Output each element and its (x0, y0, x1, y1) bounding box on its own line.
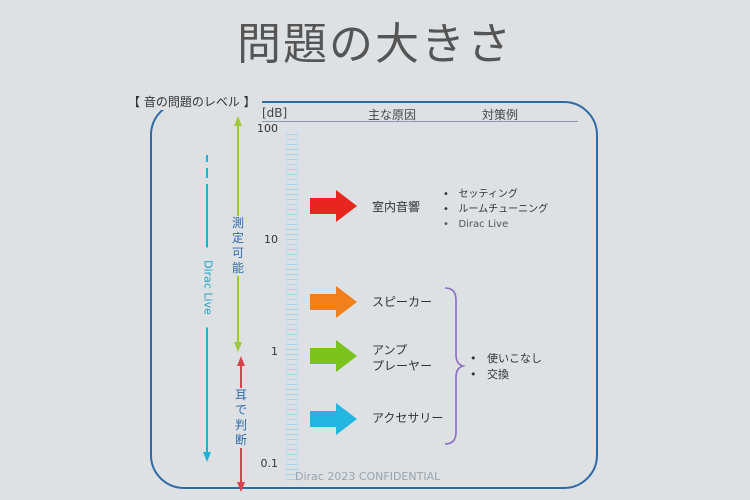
arrow-speaker (310, 286, 357, 318)
unit-header: [dB] (262, 106, 288, 120)
cause-accessory: アクセサリー (372, 411, 444, 425)
list-item: • 交換 (470, 368, 509, 381)
db-scale-bar (286, 130, 298, 482)
header-divider (262, 121, 578, 122)
arrow-amp (310, 340, 357, 372)
confidential-footer: Dirac 2023 CONFIDENTIAL (295, 470, 441, 483)
tick-10: 10 (264, 233, 278, 246)
countermeasure-header: 対策例 (482, 108, 519, 122)
cause-header: 主な原因 (368, 108, 417, 122)
cause-amp: アンプ (372, 343, 408, 357)
slide-title: 問題の大きさ (237, 19, 513, 70)
list-item: • セッティング (443, 189, 518, 200)
dirac-live-label: Dirac Live (201, 247, 215, 328)
content-frame (150, 101, 598, 489)
arrow-room (310, 190, 357, 222)
list-item: • 使いこなし (470, 352, 542, 365)
cause-room-acoustics: 室内音響 (372, 200, 421, 214)
cause-player: プレーヤー (372, 359, 433, 373)
measurable-label: 測定可能 (231, 216, 245, 276)
tick-100: 100 (257, 122, 278, 135)
tick-1: 1 (271, 345, 278, 358)
tick-0.1: 0.1 (260, 457, 279, 470)
equipment-measures-list: • 使いこなし • 交換 (470, 351, 542, 383)
list-item: • Dirac Live (443, 219, 509, 230)
cause-speaker: スピーカー (372, 295, 433, 309)
equipment-brace (444, 287, 466, 445)
room-measures-list: • セッティング • ルームチューニング • Dirac Live (443, 187, 548, 232)
arrow-accessory (310, 403, 357, 435)
list-item: • ルームチューニング (443, 204, 549, 215)
by-ear-label: 耳で判断 (234, 388, 248, 448)
section-label: 【 音の問題のレベル 】 (122, 93, 262, 110)
